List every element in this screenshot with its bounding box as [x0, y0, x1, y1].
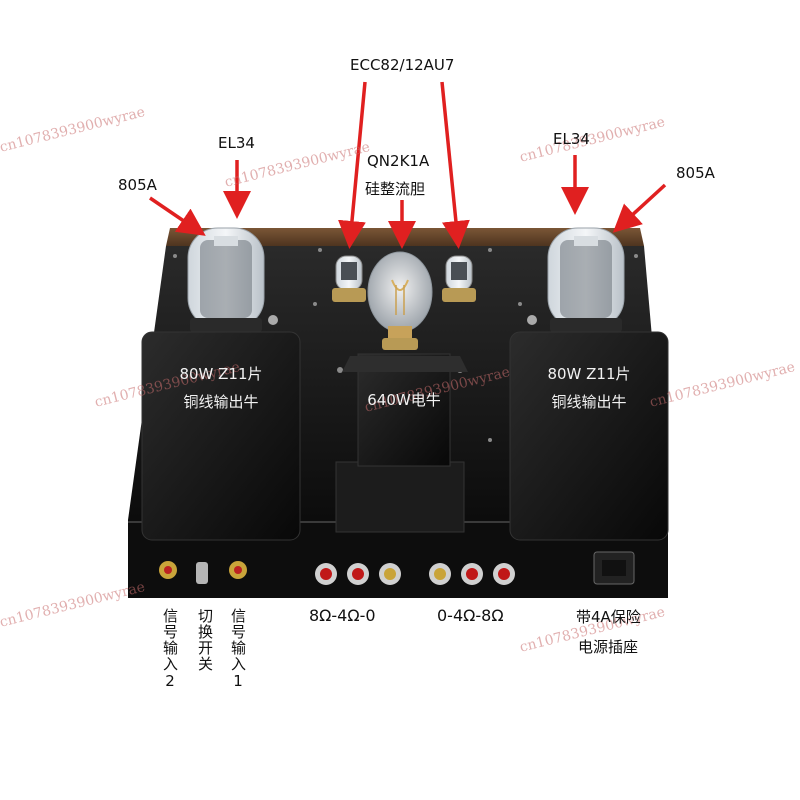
label-input-2: 信号输入2 [161, 608, 179, 691]
left-transformer-line1: 80W Z11片 [179, 365, 263, 383]
label-power-socket: 电源插座 [578, 638, 639, 656]
label-rectifier-model: QN2K1A [367, 152, 430, 170]
power-socket [593, 551, 635, 585]
center-transformer-text: 640W电牛 [367, 391, 441, 409]
right-power-tube [527, 227, 625, 332]
ecc82-tube-left [332, 255, 366, 302]
speaker-terminals-right [429, 563, 515, 585]
left-power-tube [187, 227, 278, 332]
label-speaker-right: 0-4Ω-8Ω [437, 606, 504, 625]
right-transformer-line2: 铜线输出牛 [551, 393, 627, 411]
input-switch [196, 562, 208, 584]
right-transformer-text: 80W Z11片 铜线输出牛 [516, 362, 662, 414]
label-rectifier-desc: 硅整流胆 [365, 180, 426, 198]
rca-input-2 [159, 561, 177, 579]
ecc82-tube-right [442, 255, 476, 302]
left-output-transformer [141, 331, 301, 541]
label-fuse: 带4A保险 [576, 608, 641, 626]
left-transformer-text: 80W Z11片 铜线输出牛 [148, 362, 294, 414]
speaker-terminals-left [315, 563, 401, 585]
annotation-arrows [149, 81, 667, 249]
label-805a-left: 805A [118, 176, 157, 194]
right-output-transformer [509, 331, 669, 541]
label-switch: 切换开关 [196, 608, 214, 672]
label-input-1: 信号输入1 [229, 608, 247, 691]
label-805a-right: 805A [676, 164, 715, 182]
label-el34-right: EL34 [553, 130, 590, 148]
rca-input-1 [229, 561, 247, 579]
label-el34-left: EL34 [218, 134, 255, 152]
rectifier-bulb [367, 251, 433, 350]
label-speaker-left: 8Ω-4Ω-0 [309, 606, 376, 625]
left-transformer-line2: 铜线输出牛 [183, 393, 259, 411]
label-ecc82: ECC82/12AU7 [350, 56, 455, 74]
right-transformer-line1: 80W Z11片 [547, 365, 631, 383]
power-transformer [335, 353, 468, 533]
